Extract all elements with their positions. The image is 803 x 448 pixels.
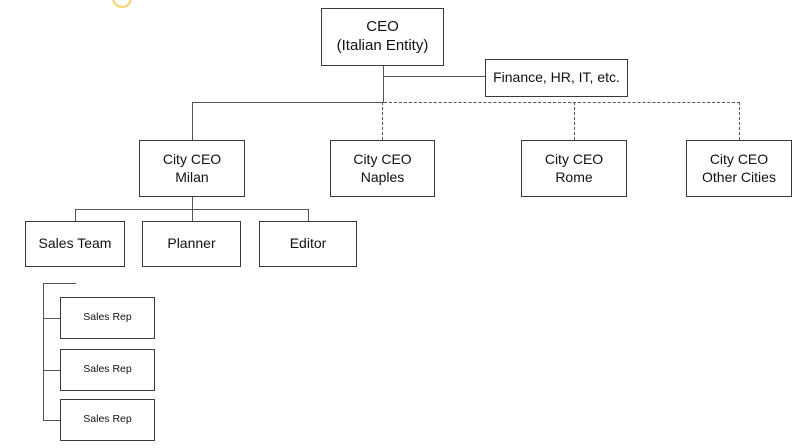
city-ceo-milan-box[interactable]: City CEO Milan [139, 140, 245, 197]
city-ceo-rome-box[interactable]: City CEO Rome [521, 140, 627, 197]
connector-teams-bar [75, 209, 309, 210]
planner-label: Planner [167, 235, 216, 252]
connector-milan-down [192, 102, 193, 140]
city-ceo-other-cities-box[interactable]: City CEO Other Cities [686, 140, 792, 197]
support-functions-label: Finance, HR, IT, etc. [493, 69, 620, 86]
city-ceo-title: City CEO [162, 151, 222, 167]
city-ceo-title: City CEO [544, 151, 604, 167]
city-ceo-naples-box[interactable]: City CEO Naples [330, 140, 435, 197]
ceo-title: CEO [366, 18, 399, 36]
sales-rep-box[interactable]: Sales Rep [60, 297, 155, 339]
city-name: Milan [175, 168, 209, 185]
connector-rep-3 [43, 420, 60, 421]
decorative-circle [112, 0, 132, 8]
ceo-entity: (Italian Entity) [336, 37, 429, 54]
sales-rep-label: Sales Rep [83, 311, 132, 324]
support-functions-box[interactable]: Finance, HR, IT, etc. [485, 59, 628, 97]
city-ceo-title: City CEO [709, 151, 769, 167]
city-name: Other Cities [702, 168, 776, 185]
city-name: Rome [555, 168, 593, 185]
sales-rep-box[interactable]: Sales Rep [60, 349, 155, 391]
connector-rep-1 [43, 318, 60, 319]
connector-other-down [739, 102, 740, 140]
connector-dashed-bar [384, 102, 740, 103]
sales-rep-box[interactable]: Sales Rep [60, 399, 155, 441]
connector-reps-top [43, 283, 76, 284]
sales-team-label: Sales Team [38, 235, 112, 252]
connector-reps-spine [43, 283, 44, 421]
city-name: Naples [360, 168, 405, 185]
city-ceo-title: City CEO [353, 151, 412, 167]
ceo-box[interactable]: CEO (Italian Entity) [321, 8, 444, 66]
connector-ceo-down [383, 66, 384, 102]
editor-label: Editor [289, 235, 327, 252]
connector-rep-2 [43, 370, 60, 371]
planner-box[interactable]: Planner [142, 221, 241, 267]
connector-editor-down [308, 209, 309, 221]
sales-team-box[interactable]: Sales Team [25, 221, 125, 267]
connector-sales-team-down [75, 209, 76, 221]
editor-box[interactable]: Editor [259, 221, 357, 267]
connector-naples-down [382, 102, 383, 140]
connector-to-support [383, 76, 485, 77]
sales-rep-label: Sales Rep [83, 413, 132, 426]
connector-rome-down [574, 102, 575, 140]
connector-milan-naples-bar [192, 102, 384, 103]
sales-rep-label: Sales Rep [83, 363, 132, 376]
